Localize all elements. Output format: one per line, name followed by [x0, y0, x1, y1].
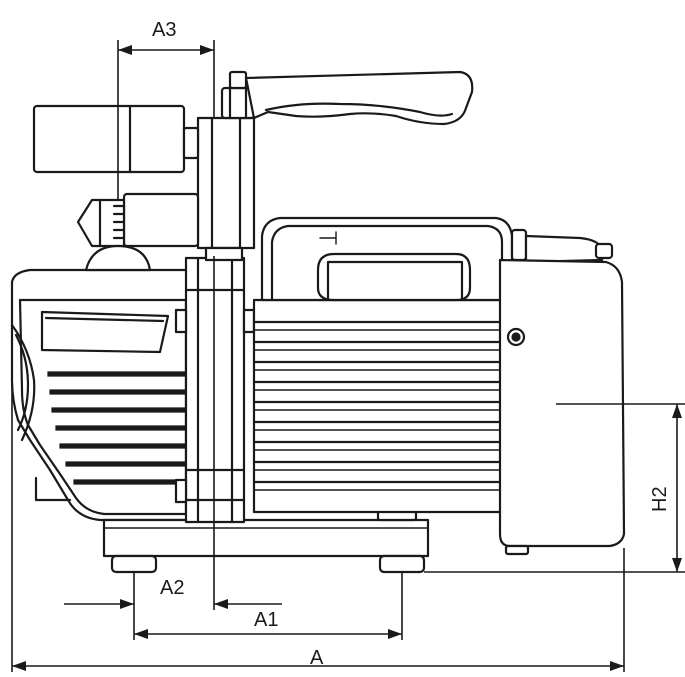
label-a3: A3 [152, 19, 176, 41]
label-a1: A1 [254, 609, 278, 631]
upper-housing [260, 216, 528, 302]
base-plate [102, 508, 430, 574]
pump-fins [252, 320, 506, 491]
center-column [174, 256, 256, 524]
label-a: A [310, 647, 324, 669]
motor-body [10, 268, 192, 522]
exhaust-tube [524, 234, 614, 264]
carry-handle [244, 70, 474, 126]
pump-block [252, 298, 506, 514]
dimension-lines [11, 40, 685, 672]
valve-tower [32, 70, 256, 272]
label-h2: H2 [649, 486, 671, 512]
label-a2: A2 [160, 577, 184, 599]
oil-tank [498, 258, 626, 556]
